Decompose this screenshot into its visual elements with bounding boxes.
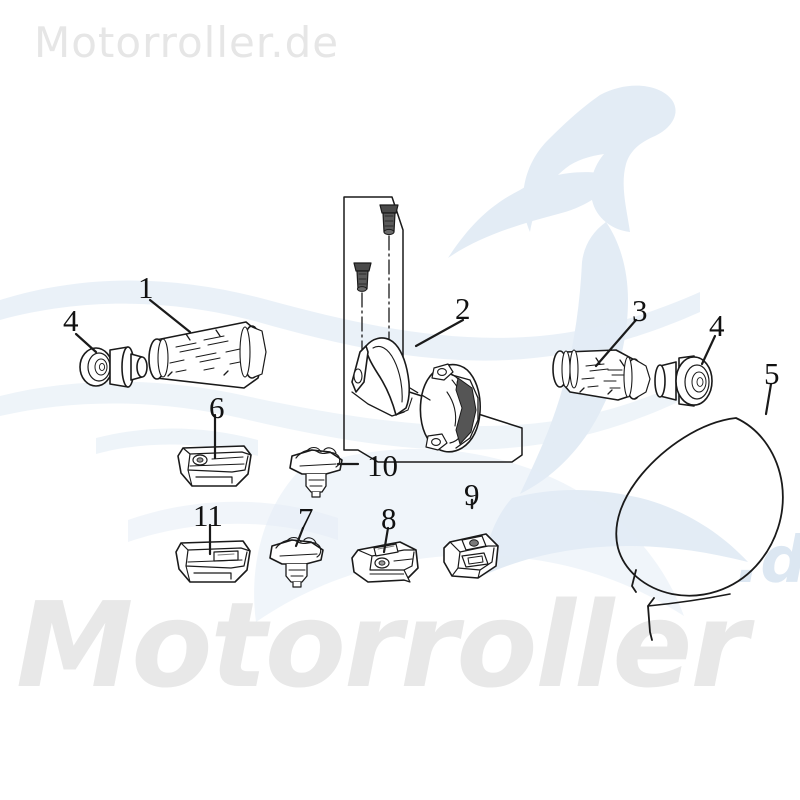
leader-lines (74, 298, 773, 556)
callout-9: 9 (464, 477, 480, 512)
watermark-top-text: Motorroller.de (34, 18, 340, 67)
callout-8: 8 (381, 501, 397, 536)
part-throttle-tube (351, 337, 413, 417)
part-handlebar-grip-left (148, 321, 267, 389)
callout-4-right: 4 (709, 308, 725, 343)
callout-1: 1 (138, 270, 154, 305)
part-clip-lower (269, 536, 324, 588)
callout-2: 2 (455, 291, 471, 326)
part-throttle-grip-right (552, 349, 651, 401)
callout-4-left: 4 (63, 303, 79, 338)
part-switch-unit-right (443, 533, 499, 579)
watermark-bottom-text: Motorroller (16, 576, 749, 714)
callout-3: 3 (632, 293, 648, 328)
part-2-screws (353, 204, 399, 361)
part-throttle-housing-bracket (419, 363, 481, 453)
part-switch-housing-upper (177, 445, 252, 487)
part-bar-end-weight-left (79, 346, 148, 388)
part-switch-unit-left (351, 541, 419, 583)
callout-5: 5 (764, 356, 780, 391)
callout-11: 11 (193, 498, 223, 533)
part-bar-end-weight-right (654, 355, 713, 407)
callout-7: 7 (298, 501, 314, 536)
part-switch-housing-lower (175, 540, 251, 583)
part-clip-upper (289, 446, 343, 498)
part-2-boundary-polygon (343, 196, 523, 463)
part-mirror (615, 417, 784, 641)
callout-10: 10 (367, 448, 398, 483)
callout-6: 6 (209, 390, 225, 425)
watermark-corner-text: .de (736, 524, 800, 598)
